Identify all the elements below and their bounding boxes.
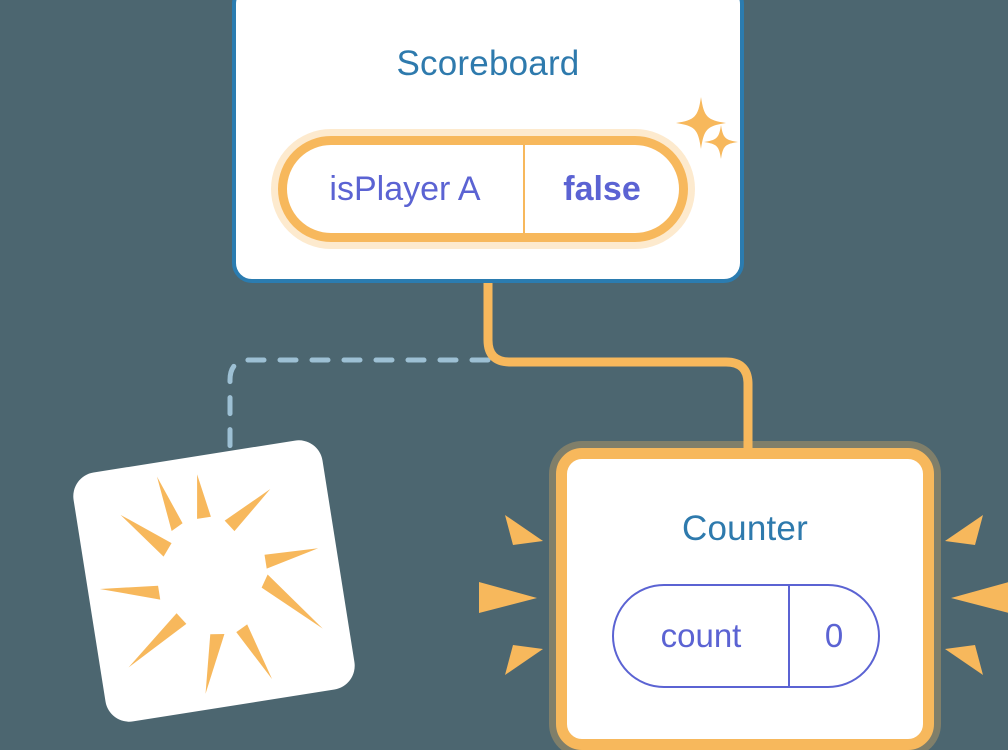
scoreboard-property-pill[interactable]: isPlayer A false — [278, 136, 688, 242]
ray-left-bottom — [505, 645, 543, 675]
card-counter[interactable]: Counter — [556, 448, 934, 750]
scoreboard-title: Scoreboard — [396, 44, 580, 83]
counter-property-pill[interactable]: count 0 — [612, 584, 880, 688]
ray-left-top — [505, 515, 543, 545]
counter-property-key: count — [614, 586, 790, 686]
ray-right-bottom — [945, 645, 983, 675]
ray-right-top — [945, 515, 983, 545]
connector-scoreboard-to-counter — [483, 283, 753, 470]
blank-card[interactable] — [69, 436, 359, 726]
scoreboard-property-value: false — [563, 169, 641, 208]
counter-property-value: 0 — [824, 617, 844, 654]
counter-title: Counter — [682, 509, 808, 548]
burst-icon — [99, 474, 323, 694]
ray-left-middle — [479, 582, 537, 613]
ray-right-middle — [951, 582, 1008, 613]
scoreboard-property-key: isPlayer A — [287, 145, 525, 233]
